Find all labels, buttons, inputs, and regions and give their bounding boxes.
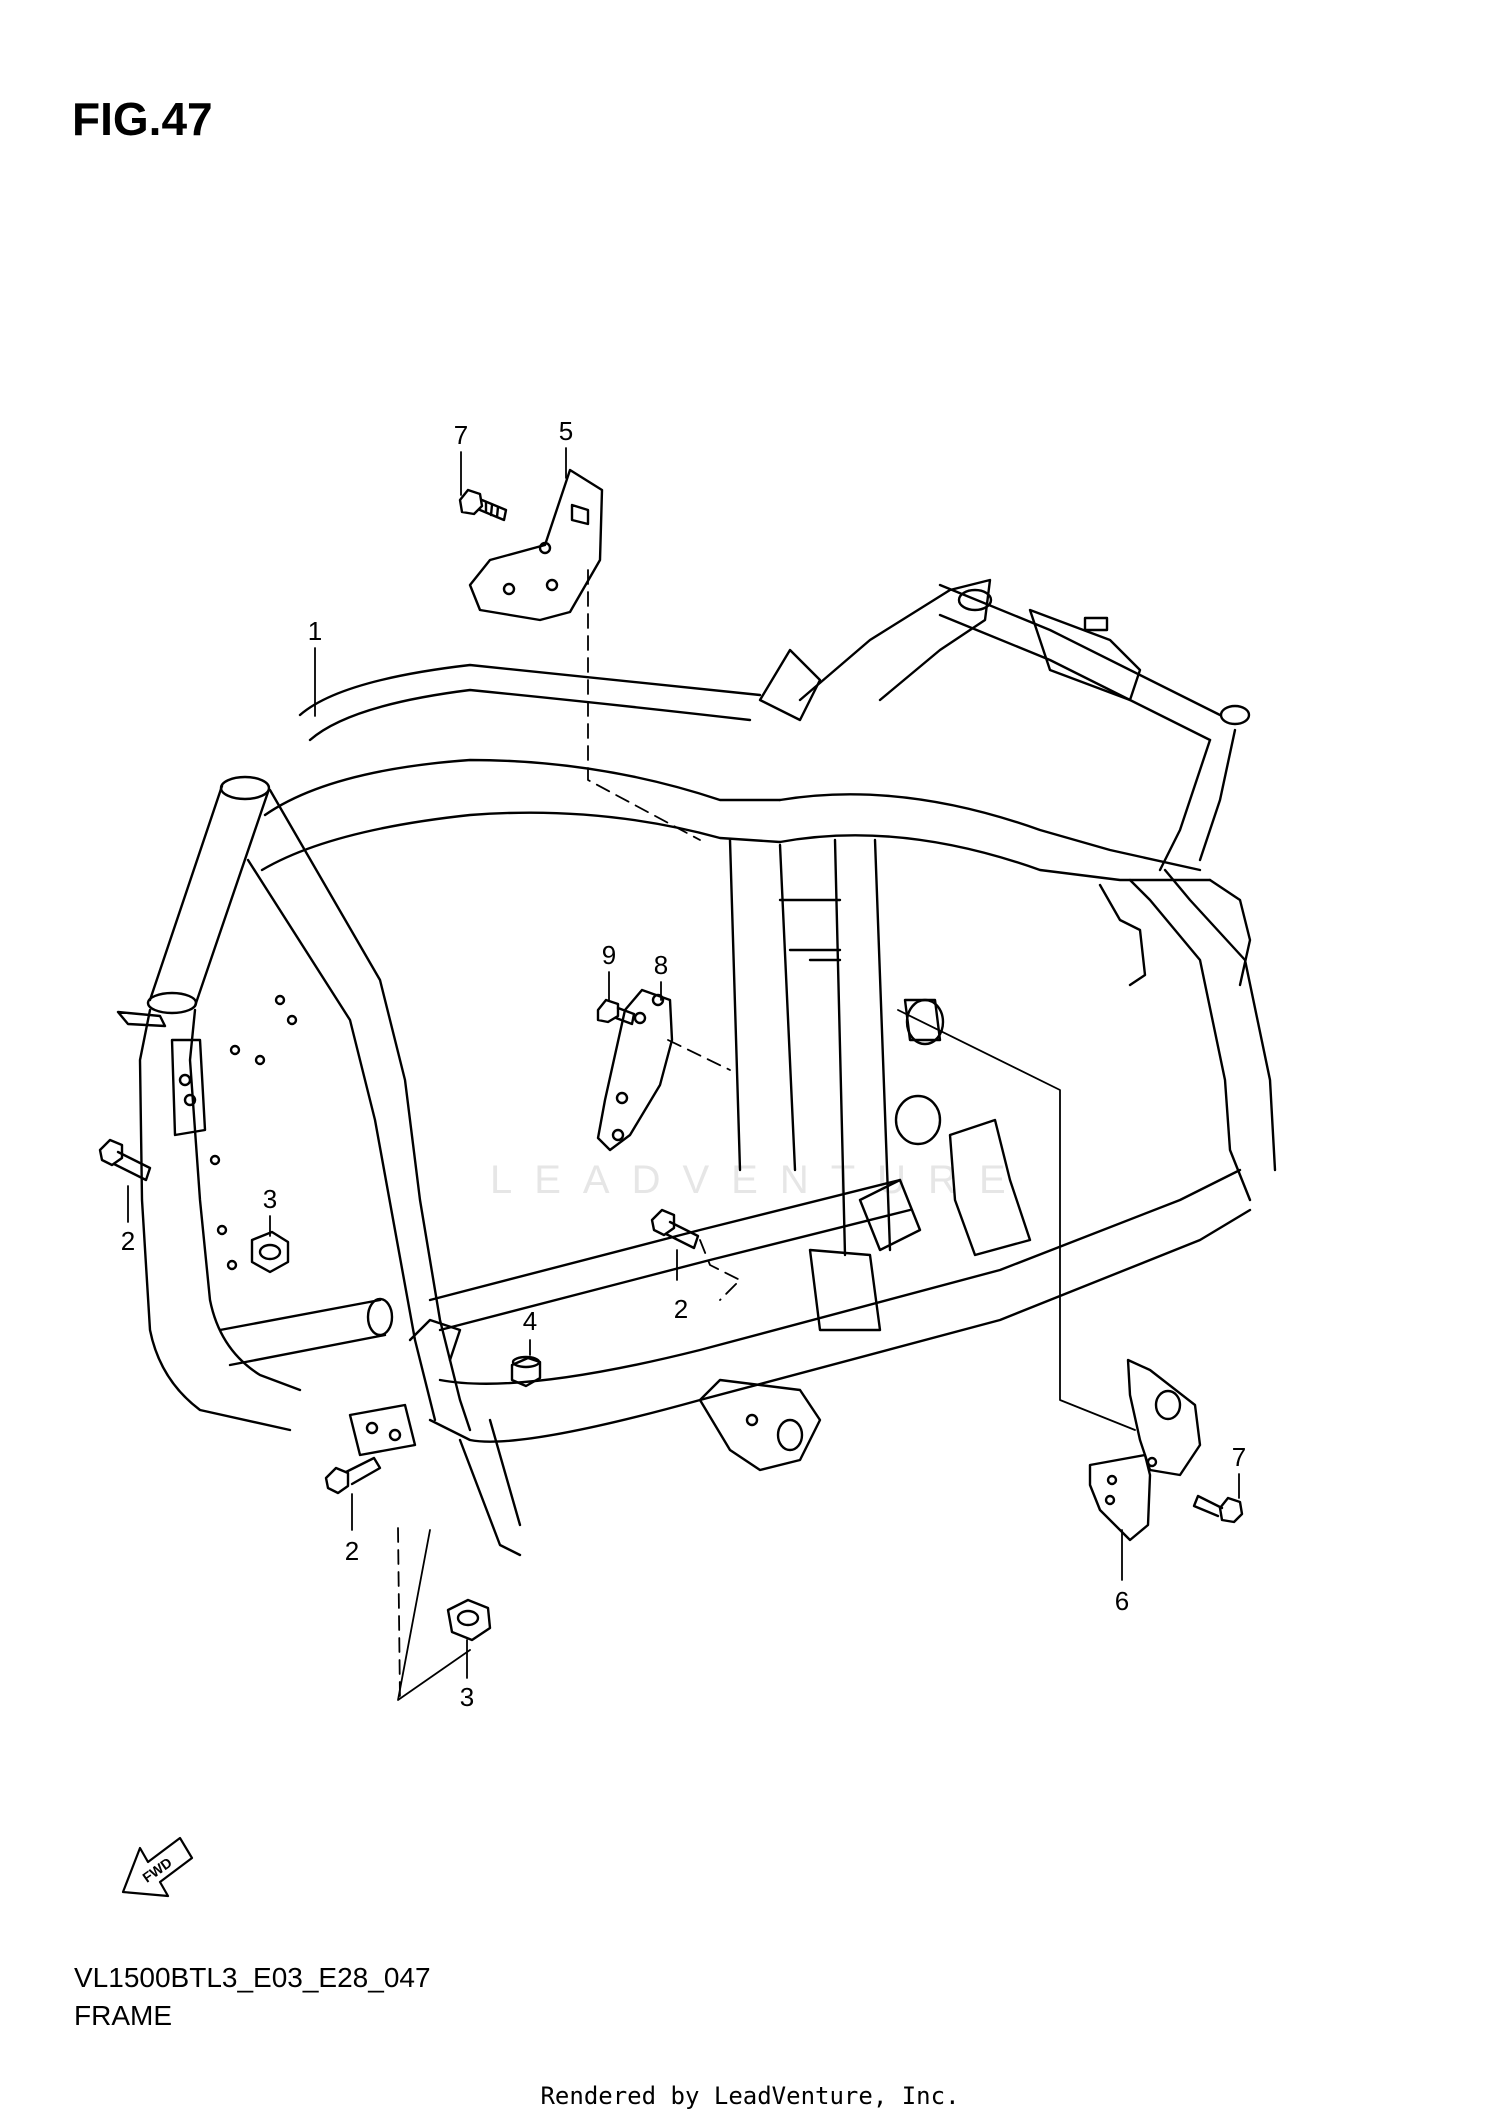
callout-label: 4 xyxy=(523,1306,537,1336)
nut-part3-upper xyxy=(250,1230,290,1274)
dashed-connection-lines xyxy=(397,569,741,1701)
main-frame xyxy=(116,578,1277,1557)
plug-part4 xyxy=(510,1355,542,1388)
callout-labels: 7 5 1 9 8 3 2 2 4 2 3 7 6 xyxy=(121,416,1246,1712)
callout-label: 2 xyxy=(674,1294,688,1324)
callout-label: 9 xyxy=(602,940,616,970)
bolt-part2-middle xyxy=(650,1208,700,1250)
callout-label: 7 xyxy=(454,420,468,450)
callout-label: 3 xyxy=(263,1184,277,1214)
callout-label: 6 xyxy=(1115,1586,1129,1616)
diagram-model-code: VL1500BTL3_E03_E28_047 xyxy=(74,1962,431,1993)
callout-label: 2 xyxy=(121,1226,135,1256)
diagram-section-name: FRAME xyxy=(74,2000,172,2031)
callout-label: 3 xyxy=(460,1682,474,1712)
nut-part3-lower xyxy=(446,1598,492,1642)
callout-label: 5 xyxy=(559,416,573,446)
bolt-part7-lower xyxy=(1192,1494,1244,1524)
bolt-part7-top xyxy=(458,488,508,522)
callout-label: 7 xyxy=(1232,1442,1246,1472)
callout-label: 2 xyxy=(345,1536,359,1566)
figure-title: FIG.47 xyxy=(72,93,213,145)
watermark: LEADVENTURE xyxy=(490,1158,1028,1202)
lower-bracket-part6 xyxy=(1088,1358,1202,1542)
bolt-part9 xyxy=(596,998,636,1026)
forward-direction-arrow-icon: FWD xyxy=(121,1836,194,1898)
bolt-part2-left xyxy=(98,1138,152,1182)
bolt-part2-lower xyxy=(324,1456,382,1495)
leader-lines xyxy=(127,447,1240,1701)
middle-bracket-part8 xyxy=(596,988,674,1152)
callout-label: 1 xyxy=(308,616,322,646)
rendered-by-credit: Rendered by LeadVenture, Inc. xyxy=(540,2082,960,2110)
upper-bracket-part5 xyxy=(468,468,604,622)
callout-label: 8 xyxy=(654,950,668,980)
